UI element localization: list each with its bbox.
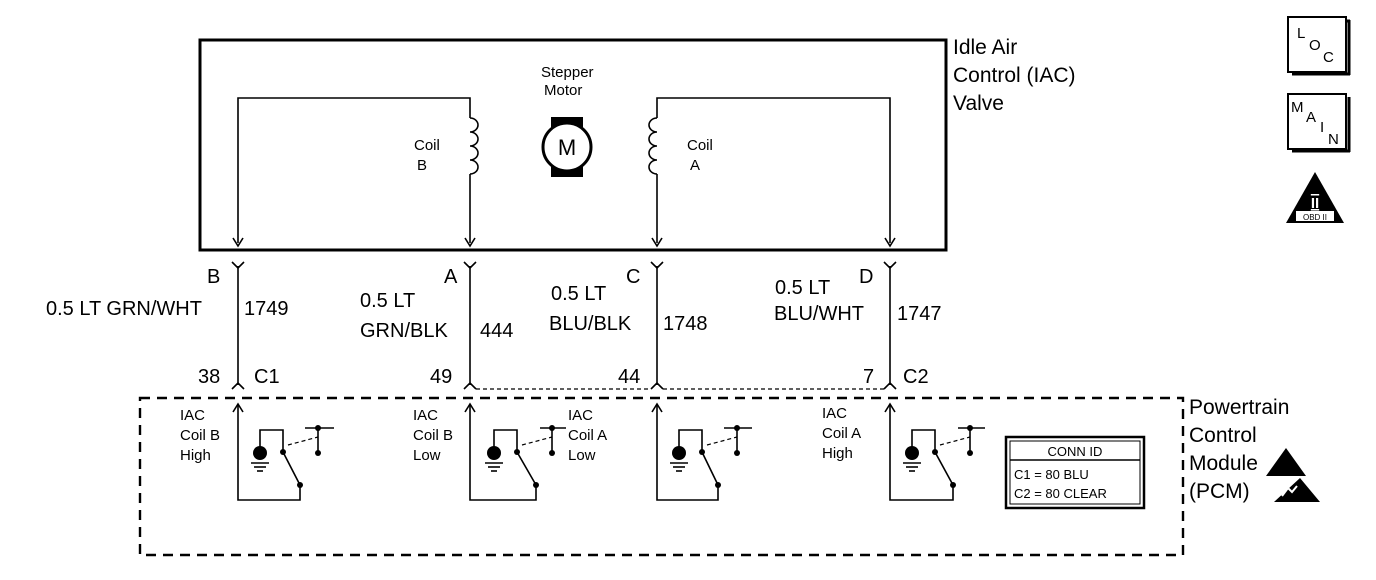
wire-a-gauge-line1: 0.5 LT <box>360 290 415 312</box>
svg-text:N: N <box>1328 131 1339 148</box>
wire-b-pin: 38 <box>198 366 220 388</box>
driver-coil-b-high <box>232 402 334 501</box>
wire-c-circuit: 1748 <box>663 313 708 335</box>
wire-d-gauge-line2: BLU/WHT <box>774 303 864 325</box>
main-icon: M A I N <box>1287 93 1351 153</box>
coil-a-loop-wire <box>656 97 891 243</box>
driver4-label-line2: Coil A <box>822 425 861 442</box>
coil-b-inductor-icon <box>469 117 479 175</box>
coil-a-label-line1: Coil <box>687 137 713 154</box>
driver2-label-line2: Coil B <box>413 427 453 444</box>
iac-valve-box <box>198 38 948 252</box>
driver1-label-line1: IAC <box>180 407 205 424</box>
svg-text:M: M <box>1291 99 1304 116</box>
wire-d-circuit: 1747 <box>897 303 942 325</box>
wire-d-terminal: D <box>859 266 873 288</box>
driver-coil-b-low <box>464 402 566 501</box>
driver3-label-line1: IAC <box>568 407 593 424</box>
wire-b-terminal: B <box>207 266 220 288</box>
svg-text:A: A <box>1306 109 1316 126</box>
valve-terminal-arrows <box>232 237 896 248</box>
wire-a-pin: 49 <box>430 366 452 388</box>
driver3-label-line3: Low <box>568 447 596 464</box>
obd-ii-icon: II OBD II <box>1286 172 1344 223</box>
driver2-label-line3: Low <box>413 447 441 464</box>
pcm-box <box>138 396 1185 557</box>
svg-text:II: II <box>1311 195 1319 212</box>
driver1-label-line3: High <box>180 447 211 464</box>
wire-b-circuit: 1749 <box>244 298 289 320</box>
wire-a-gauge-line2: GRN/BLK <box>360 320 448 342</box>
pcm-title-line1: Powertrain <box>1189 396 1289 419</box>
connector-c2-label: C2 <box>903 366 929 388</box>
svg-text:OBD II: OBD II <box>1303 213 1327 222</box>
driver1-label-line2: Coil B <box>180 427 220 444</box>
motor-symbol: M <box>558 135 576 160</box>
wire-c-gauge-line2: BLU/BLK <box>549 313 632 335</box>
driver-coil-a-low <box>651 402 752 501</box>
conn-id-row2: C2 = 80 CLEAR <box>1014 486 1107 501</box>
wire-c-pin: 44 <box>618 366 640 388</box>
pcm-title-line4: (PCM) <box>1189 480 1250 503</box>
driver4-label-line1: IAC <box>822 405 847 422</box>
wire-a-circuit: 444 <box>480 320 513 342</box>
iac-valve-title-line1: Idle Air <box>953 36 1017 59</box>
pcm-title-line2: Control <box>1189 424 1257 447</box>
conn-id-header: CONN ID <box>1048 444 1103 459</box>
svg-text:I: I <box>1320 119 1324 136</box>
stepper-motor-label-line1: Stepper <box>541 64 594 81</box>
coil-b-label-line1: Coil <box>414 137 440 154</box>
wire-c-gauge-line1: 0.5 LT <box>551 283 606 305</box>
wire-b-gauge-color: 0.5 LT GRN/WHT <box>46 298 202 320</box>
wire-d-gauge-line1: 0.5 LT <box>775 277 830 299</box>
driver-coil-a-high <box>884 402 985 501</box>
wire-a-terminal: A <box>444 266 458 288</box>
pcm-title-line3: Module <box>1189 452 1258 475</box>
svg-text:C: C <box>1323 49 1334 66</box>
iac-valve-title-line2: Control (IAC) <box>953 64 1076 87</box>
coil-b-label-line2: B <box>417 157 427 174</box>
driver2-label-line1: IAC <box>413 407 438 424</box>
svg-text:O: O <box>1309 37 1321 54</box>
driver4-label-line3: High <box>822 445 853 462</box>
connector-c1-label: C1 <box>254 366 280 388</box>
coil-b-loop-wire <box>237 97 471 243</box>
driver3-label-line2: Coil A <box>568 427 607 444</box>
esd-warning-icon <box>1266 448 1320 502</box>
coil-a-label-line2: A <box>690 157 700 174</box>
stepper-motor-icon: M <box>541 117 593 177</box>
wire-d-pin: 7 <box>863 366 874 388</box>
wire-c-terminal: C <box>626 266 640 288</box>
stepper-motor-label-line2: Motor <box>544 82 582 99</box>
loc-icon: L O C <box>1287 16 1351 76</box>
coil-a-inductor-icon <box>648 117 658 175</box>
conn-id-table: CONN ID C1 = 80 BLU C2 = 80 CLEAR <box>1004 435 1146 510</box>
conn-id-row1: C1 = 80 BLU <box>1014 467 1089 482</box>
svg-text:L: L <box>1297 25 1305 42</box>
harness-wires <box>231 261 897 390</box>
iac-valve-title-line3: Valve <box>953 92 1004 115</box>
